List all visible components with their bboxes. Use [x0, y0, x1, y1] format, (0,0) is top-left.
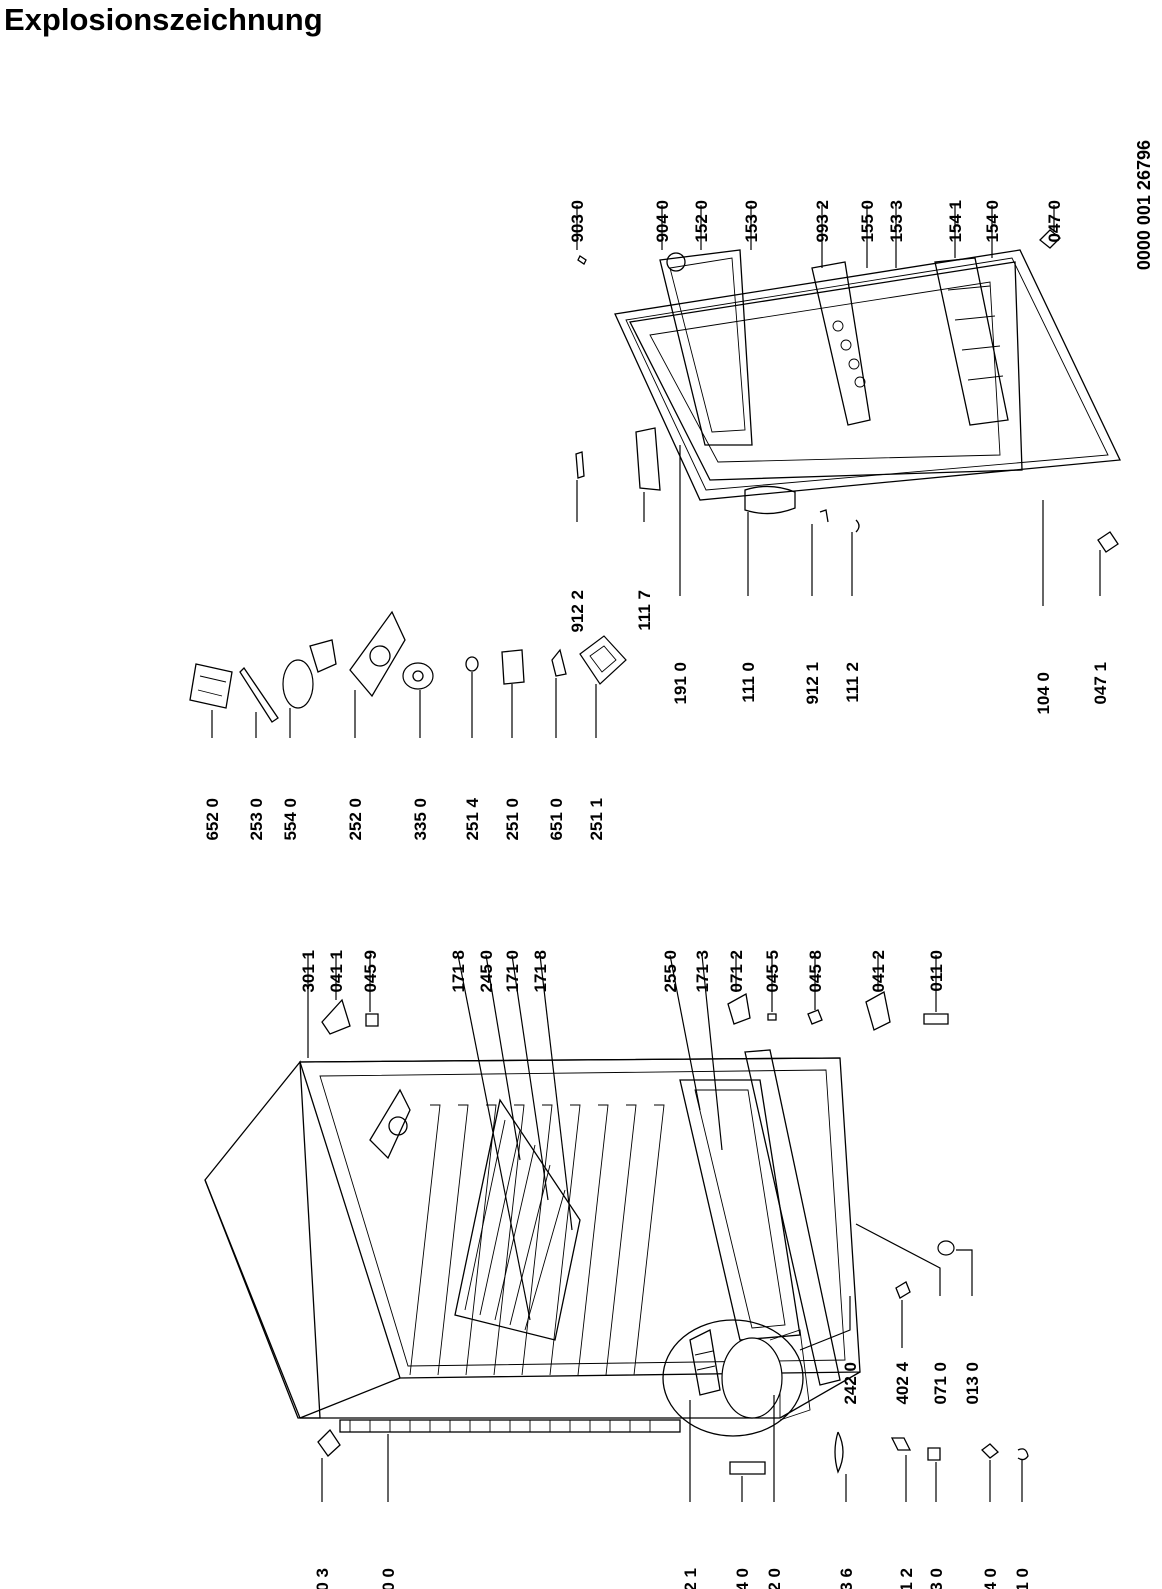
- part-label-0458: 045 8: [806, 950, 825, 993]
- part-label-1530: 153 0: [742, 200, 761, 243]
- part-label-0712: 071 2: [727, 950, 746, 993]
- part-label-3011: 301 1: [299, 950, 318, 993]
- part-label-1110: 111 0: [739, 662, 758, 703]
- page-title: Explosionszeichnung: [4, 2, 323, 37]
- part-label-6520: 652 0: [203, 798, 222, 841]
- part-label-0110: 011 0: [927, 950, 946, 992]
- part-label-1710: 171 0: [503, 950, 522, 993]
- part-label-0470: 047 0: [1045, 200, 1064, 243]
- part-label-4024: 402 4: [893, 1361, 912, 1404]
- part-label-2514: 251 4: [463, 797, 482, 840]
- leader-lines: [211, 205, 1101, 1502]
- door-assembly: [575, 229, 1121, 553]
- part-label-2530: 253 0: [247, 798, 266, 841]
- part-label-1718b: 171 8: [531, 950, 550, 993]
- part-label-3350: 335 0: [411, 798, 430, 841]
- part-label-1040: 104 0: [1034, 672, 1053, 715]
- part-label-7400: 740 0: [379, 1568, 398, 1589]
- part-label-1540: 154 0: [983, 200, 1002, 243]
- part-label-7836: 783 6: [837, 1568, 856, 1589]
- part-label-2550: 255 0: [661, 950, 680, 993]
- part-label-0130: 013 0: [963, 1362, 982, 1405]
- document-number: 0000 001 26796: [1134, 140, 1154, 270]
- part-label-4021: 402 1: [681, 1568, 700, 1589]
- part-label-9040: 904 0: [653, 200, 672, 243]
- part-label-1718a: 171 8: [449, 950, 468, 993]
- part-label-9932: 993 2: [813, 200, 832, 243]
- part-label-1112: 111 2: [843, 662, 862, 703]
- part-label-6510: 651 0: [547, 798, 566, 841]
- part-label-4020: 402 0: [765, 1568, 784, 1589]
- part-label-1550: 155 0: [858, 200, 877, 243]
- part-label-2450: 245 0: [477, 950, 496, 993]
- part-label-0710: 071 0: [931, 1362, 950, 1405]
- part-label-7403: 740 3: [313, 1568, 332, 1589]
- part-label-1910: 191 0: [671, 662, 690, 705]
- cabinet-body: [204, 1049, 861, 1475]
- part-label-9121: 912 1: [803, 662, 822, 705]
- part-label-0412: 041 2: [869, 950, 888, 993]
- part-label-1713: 171 3: [693, 950, 712, 993]
- small-parts: [321, 990, 1029, 1474]
- part-label-7640: 764 0: [733, 1568, 752, 1589]
- part-label-5612: 561 2: [897, 1568, 916, 1589]
- part-label-0411: 041 1: [327, 950, 346, 993]
- part-label-4930: 493 0: [927, 1568, 946, 1589]
- part-label-2511: 251 1: [587, 798, 606, 841]
- part-label-9030: 903 0: [568, 200, 587, 243]
- part-labels: 903 0 904 0 152 0 153 0 993 2 155 0 153 …: [203, 140, 1154, 1589]
- thermostat-parts: [189, 610, 627, 723]
- part-label-2420: 242 0: [841, 1362, 860, 1405]
- part-label-0459: 045 9: [361, 950, 380, 993]
- part-label-1520: 152 0: [692, 200, 711, 243]
- part-label-2520: 252 0: [346, 798, 365, 841]
- part-label-6140: 614 0: [981, 1568, 1000, 1589]
- part-label-0471: 047 1: [1091, 662, 1110, 705]
- part-label-1117: 111 7: [635, 590, 654, 631]
- part-label-5610: 561 0: [1013, 1568, 1032, 1589]
- part-label-1541: 154 1: [946, 200, 965, 243]
- part-label-1533: 153 3: [887, 200, 906, 243]
- part-label-9122: 912 2: [568, 590, 587, 633]
- part-label-2510: 251 0: [503, 798, 522, 841]
- part-label-0455: 045 5: [763, 950, 782, 993]
- part-label-5540: 554 0: [281, 798, 300, 841]
